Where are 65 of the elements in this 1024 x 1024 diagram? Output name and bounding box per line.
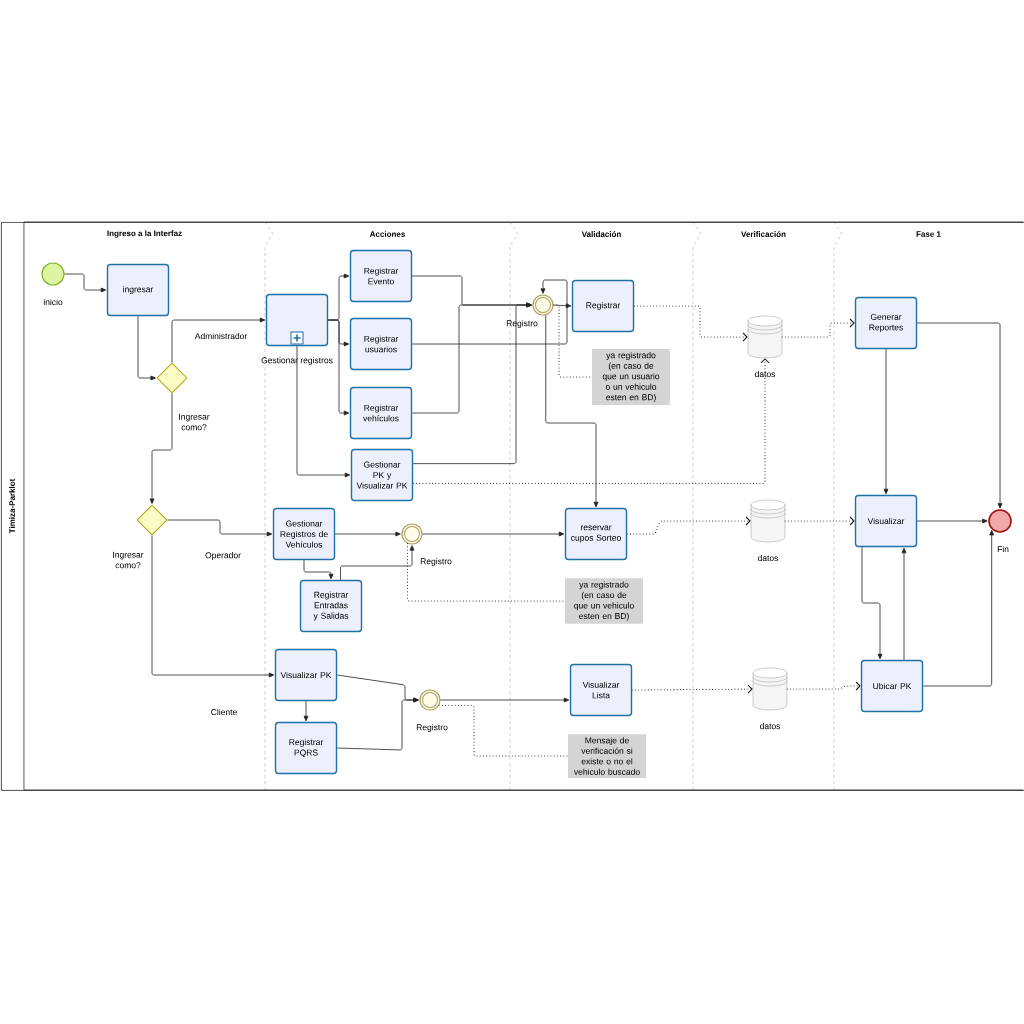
association-line [781, 318, 855, 338]
sequence-flow-arrow [916, 518, 988, 524]
annotation-box: ya registrado (en caso de que un vehiculo esten en BD) [565, 578, 643, 624]
sequence-flow-arrow [412, 302, 532, 465]
task-box: Registrar PQRS [274, 721, 338, 775]
task-box: Registrar usuarios [349, 317, 413, 371]
sequence-flow-arrow [901, 547, 907, 661]
edge-label: Administrador [193, 331, 249, 341]
sequence-flow-arrow [327, 319, 350, 416]
task-box: Registrar [571, 279, 635, 333]
sequence-flow-arrow [883, 348, 889, 495]
task-box: Generar Reportes [854, 296, 918, 350]
association-line [631, 684, 753, 694]
sequence-flow-arrow [411, 279, 568, 345]
gateway-label: Ingresar como? [113, 551, 144, 569]
association-line [626, 516, 751, 535]
sequence-flow-arrow [922, 530, 995, 687]
task-box: ingresar [106, 263, 170, 317]
task-box: Registrar vehículos [349, 386, 413, 440]
task-box: Gestionar PK y Visualizar PK [350, 448, 414, 502]
sequence-flow-arrow [296, 345, 351, 478]
data-store-label: datos [755, 370, 776, 378]
sequence-flow-arrow [553, 303, 572, 309]
sequence-flow-arrow [916, 322, 1003, 509]
sequence-flow-arrow [334, 531, 401, 537]
sequence-flow-arrow [171, 317, 266, 363]
data-store-label: datos [758, 554, 779, 562]
data-store-label: datos [760, 722, 781, 730]
association-line [786, 681, 861, 691]
task-box: Registrar Evento [349, 249, 413, 303]
task-box: Registrar Entradas y Salidas [299, 579, 363, 633]
event-label: Registro [416, 724, 448, 732]
task-box: Ubicar PK [860, 659, 924, 713]
task-box: reservar cupos Sorteo [564, 507, 628, 561]
node-label: Ingreso a la Interfaz [107, 230, 182, 238]
sequence-flow-arrow [64, 273, 107, 293]
edge-label: Operador [204, 551, 242, 561]
association-line [412, 358, 770, 484]
event-label: Registro [420, 558, 452, 566]
sequence-flow-arrow [137, 315, 156, 381]
event-label: Fin [997, 545, 1009, 553]
sequence-flow-arrow [422, 531, 565, 537]
gateway-label: Ingresar como? [179, 413, 210, 431]
task-box: Visualizar [854, 494, 918, 548]
sequence-flow-arrow [167, 519, 273, 537]
association-line [784, 516, 855, 526]
sequence-flow-arrow [545, 314, 599, 508]
sequence-flow-arrow [336, 697, 419, 751]
sequence-flow-arrow [440, 697, 570, 703]
task-box: Visualizar Lista [569, 663, 633, 717]
edge-label: Cliente [209, 707, 239, 717]
annotation-box: ya registrado (en caso de que un usuario o un vehiculo esten en BD) [592, 349, 670, 405]
association-line [633, 305, 748, 342]
task-box: Visualizar PK [274, 648, 338, 702]
sequence-flow-arrow [861, 546, 883, 660]
annotation-box: Mensaje de verificación si existe o no el vehiculo buscado [568, 734, 646, 778]
task-box: Gestionar Registros de Vehículos [272, 507, 336, 561]
task-label: Gestionar registros [261, 357, 333, 365]
sequence-flow-arrow [151, 535, 275, 678]
association-line [406, 543, 566, 602]
event-label: inicio [43, 298, 63, 306]
sequence-flow-arrow [340, 545, 415, 581]
sequence-flow-arrow [303, 700, 309, 722]
association-line [438, 704, 569, 757]
sequence-flow-arrow [149, 393, 173, 504]
